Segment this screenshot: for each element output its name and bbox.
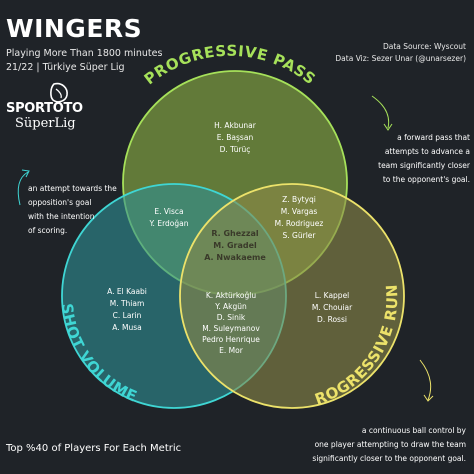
- description-line: one player attempting to draw the team: [314, 440, 466, 449]
- circle-progressive-run: [179, 183, 405, 409]
- region-run-only: L. Kappel M. Chouiar D. Rossi: [297, 290, 367, 326]
- description-progressive-run: a continuous ball control by one player …: [290, 424, 466, 466]
- player-name: M. Suleymanov: [202, 324, 260, 333]
- player-name: A. Musa: [112, 323, 142, 332]
- description-line: to the opponent's goal.: [382, 175, 470, 184]
- description-line: with the intention: [28, 212, 95, 221]
- region-pass-shot: E. Visca Y. Erdoğan: [134, 206, 204, 230]
- description-line: an attempt towards the: [28, 184, 117, 193]
- pass-connector-arrow: [371, 95, 390, 129]
- description-progressive-pass: a forward pass that attempts to advance …: [362, 131, 470, 187]
- player-name: M. Thiam: [109, 299, 145, 308]
- player-name: M. Rodriguez: [274, 219, 324, 228]
- description-shot-volume: an attempt towards the opposition's goal…: [28, 182, 128, 238]
- description-line: team significantly closer: [378, 161, 470, 170]
- logo-word-sportoto: SPORTOTO: [6, 101, 83, 116]
- region-pass-run: Z. Bytyqi M. Vargas M. Rodriguez S. Gürl…: [259, 194, 339, 242]
- footer-note: Top %40 of Players For Each Metric: [6, 443, 182, 454]
- player-name: E. Başsan: [216, 133, 254, 142]
- run-arrowhead-icon: [423, 394, 434, 402]
- player-name: D. Sinik: [216, 313, 246, 322]
- data-source-credit: Data Source: Wyscout: [383, 42, 466, 51]
- description-line: of scoring.: [28, 226, 68, 235]
- player-name: C. Larin: [112, 311, 142, 320]
- description-line: a continuous ball control by: [361, 426, 466, 435]
- ball-icon: [50, 82, 68, 103]
- player-name: L. Kappel: [314, 291, 350, 300]
- subtitle-season: 21/22 | Türkiye Süper Lig: [6, 62, 125, 73]
- shot-arrowhead-icon: [21, 169, 30, 178]
- player-name: D. Rossi: [317, 315, 347, 324]
- region-shot-run: K. Aktürkoğlu Y. Akgün D. Sinik M. Suley…: [188, 290, 274, 356]
- league-logo: SPORTOTO SüperLig: [6, 80, 86, 135]
- player-name: D. Türüç: [219, 145, 251, 154]
- data-viz-credit: Data Viz: Sezer Unar (@unarsezer): [335, 54, 466, 63]
- region-all-three: R. Ghezzal M. Gradel A. Nwakaeme: [193, 228, 277, 264]
- shot-connector-arrow: [17, 171, 29, 206]
- player-name: M. Chouiar: [311, 303, 353, 312]
- player-name: Y. Akgün: [215, 302, 247, 311]
- region-shot-only: A. El Kaabi M. Thiam C. Larin A. Musa: [92, 286, 162, 334]
- run-connector-arrow: [419, 359, 432, 401]
- player-name: K. Aktürkoğlu: [205, 291, 257, 300]
- description-line: opposition's goal: [28, 198, 92, 207]
- player-name: E. Mor: [219, 346, 243, 355]
- player-name: A. Nwakaeme: [204, 253, 266, 262]
- player-name: A. El Kaabi: [107, 287, 147, 296]
- page-title: WINGERS: [6, 14, 143, 43]
- pass-arrowhead-icon: [383, 123, 393, 131]
- player-name: S. Gürler: [282, 231, 316, 240]
- player-name: M. Gradel: [213, 241, 257, 250]
- description-line: a forward pass that: [397, 133, 470, 142]
- player-name: Z. Bytyqi: [282, 195, 316, 204]
- subtitle-minutes: Playing More Than 1800 minutes: [6, 48, 163, 59]
- description-line: attempts to advance a: [384, 147, 470, 156]
- player-name: M. Vargas: [280, 207, 318, 216]
- player-name: Y. Erdoğan: [149, 219, 189, 228]
- logo-word-superlig: SüperLig: [15, 116, 76, 131]
- player-name: E. Visca: [154, 207, 184, 216]
- description-line: significantly closer to the opponent goa…: [312, 454, 466, 463]
- region-pass-only: H. Akbunar E. Başsan D. Türüç: [185, 120, 285, 156]
- player-name: H. Akbunar: [214, 121, 256, 130]
- player-name: Pedro Henrique: [202, 335, 260, 344]
- player-name: R. Ghezzal: [211, 229, 259, 238]
